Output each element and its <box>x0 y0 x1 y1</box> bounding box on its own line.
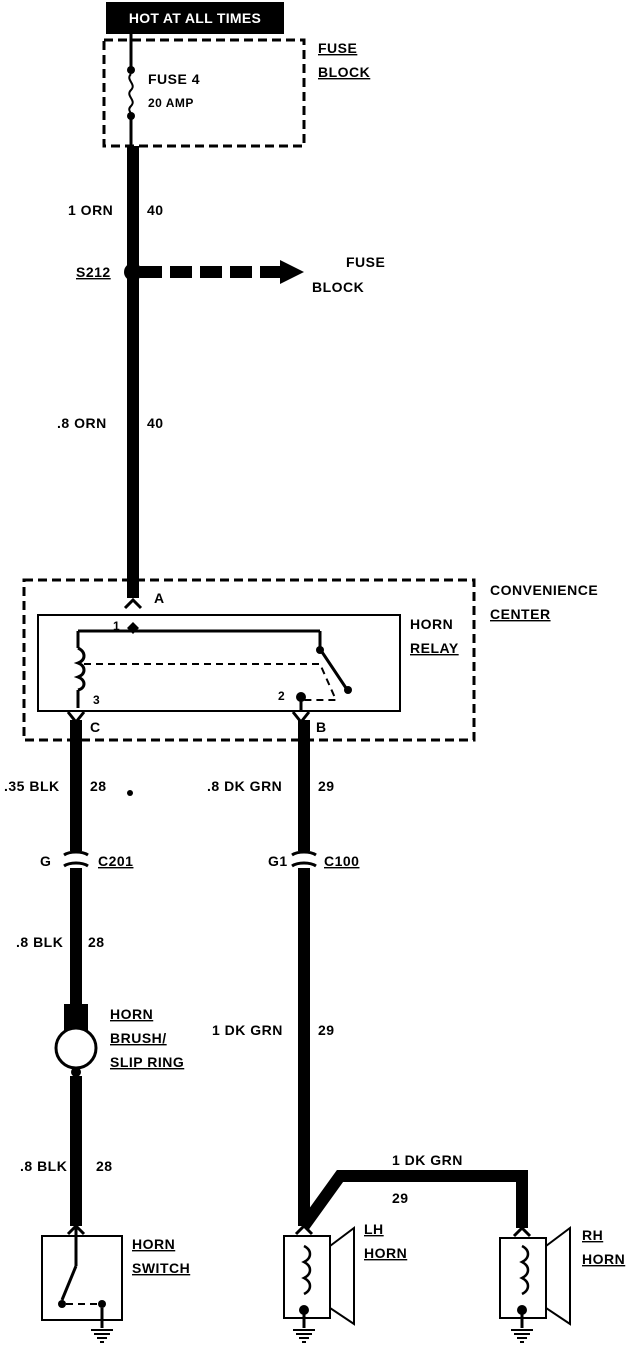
splice-dest-line1: FUSE <box>346 254 385 270</box>
orn-1-circuit-label: 40 <box>147 202 164 218</box>
splice-dot <box>124 263 142 281</box>
connector-c100-pin: G1 <box>268 853 288 869</box>
relay-contact-pivot <box>344 686 352 694</box>
blk-08b-gauge-label: .8 BLK <box>20 1158 67 1174</box>
rh-horn-bell-icon <box>545 1226 571 1326</box>
lh-horn-coil-icon <box>301 1244 312 1296</box>
header-banner: HOT AT ALL TIMES <box>106 2 284 34</box>
lh-horn-bell-icon <box>329 1226 355 1326</box>
fuse-terminal-bottom <box>127 112 135 120</box>
blk-08a-gauge-label: .8 BLK <box>16 934 63 950</box>
pin-b-label: B <box>316 719 327 735</box>
horn-brush-line3: SLIP RING <box>110 1054 184 1070</box>
relay-pin-2: 2 <box>278 689 285 703</box>
dkgrn-08-circuit-label: 29 <box>318 778 335 794</box>
splice-dest-line2: BLOCK <box>312 279 364 295</box>
connector-c100: G1 C100 <box>268 850 359 869</box>
connector-c100-icon <box>291 850 317 868</box>
pin-a-label: A <box>154 590 165 606</box>
horn-brush-slip-ring: HORN BRUSH/ SLIP RING <box>54 1004 184 1077</box>
horn-switch-contact-right <box>98 1300 106 1308</box>
rh-horn-line1: RH <box>582 1227 603 1243</box>
orn-08-gauge-label: .8 ORN <box>57 415 107 431</box>
fuse-block-title-line1: FUSE <box>318 40 357 56</box>
connector-c201: G C201 <box>40 850 133 869</box>
horn-relay: HORN RELAY 1 2 3 <box>37 614 459 712</box>
orn-08-circuit-label: 40 <box>147 415 164 431</box>
horn-switch-line1: HORN <box>132 1236 175 1252</box>
fuse-name: FUSE 4 <box>148 71 200 87</box>
dkgrn-branch-wire <box>299 1170 528 1230</box>
relay-contact-arm <box>320 651 348 689</box>
fuse-terminal-top <box>127 66 135 74</box>
horn-relay-box <box>37 614 401 712</box>
slip-ring-icon <box>54 1026 98 1070</box>
convenience-center-title-line2: CENTER <box>490 606 551 622</box>
fuse-rating: 20 AMP <box>148 96 194 110</box>
convenience-center: CONVENIENCE CENTER A C B <box>22 578 598 742</box>
fuse-block-title-line2: BLOCK <box>318 64 370 80</box>
fuse-block-dashed-border <box>102 38 306 148</box>
lh-horn-connector-icon <box>294 1223 314 1236</box>
pin-c-label: C <box>90 719 101 735</box>
slip-ring-terminal <box>71 1067 81 1077</box>
dkgrn-1a-gauge-label: 1 DK GRN <box>212 1022 283 1038</box>
connector-c201-icon <box>63 850 89 868</box>
dkgrn-1b-circuit-label: 29 <box>392 1190 409 1206</box>
horn-switch-ground-icon <box>91 1329 113 1343</box>
lh-horn-ground-icon <box>293 1329 315 1343</box>
horn-brush-line2: BRUSH/ <box>110 1030 167 1046</box>
lh-horn: LH HORN <box>283 1221 407 1343</box>
rh-horn-terminal <box>517 1305 527 1315</box>
rh-horn: RH HORN <box>499 1225 625 1343</box>
horn-relay-title-line1: HORN <box>410 616 453 632</box>
horn-switch-line2: SWITCH <box>132 1260 190 1276</box>
horn-switch: HORN SWITCH <box>41 1223 190 1343</box>
horn-relay-title-line2: RELAY <box>410 640 459 656</box>
fuse-block: FUSE 4 20 AMP FUSE BLOCK <box>102 34 370 148</box>
dkgrn-1a-circuit-label: 29 <box>318 1022 335 1038</box>
fuse-element-icon <box>128 73 134 115</box>
blk-08b-circuit-label: 28 <box>96 1158 113 1174</box>
horn-switch-box <box>41 1235 123 1321</box>
blk-035-circuit-label: 28 <box>90 778 107 794</box>
connector-a-icon <box>123 597 143 610</box>
lh-horn-line2: HORN <box>364 1245 407 1261</box>
rh-horn-line2: HORN <box>582 1251 625 1267</box>
lh-horn-line1: LH <box>364 1221 384 1237</box>
relay-coil-icon <box>73 646 86 692</box>
orn-1-gauge-label: 1 ORN <box>68 202 113 218</box>
convenience-center-dashed-border <box>22 578 476 742</box>
splice-s212: S212 FUSE BLOCK <box>76 254 385 295</box>
dkgrn-08-gauge-label: .8 DK GRN <box>207 778 282 794</box>
connector-c201-name: C201 <box>98 853 133 869</box>
blk-035-gauge-label: .35 BLK <box>4 778 60 794</box>
relay-pin-1: 1 <box>113 619 120 633</box>
horn-switch-arm-icon <box>60 1265 78 1301</box>
rh-horn-connector-icon <box>512 1225 532 1238</box>
horn-switch-contact-left <box>58 1300 66 1308</box>
header-label: HOT AT ALL TIMES <box>129 10 261 26</box>
relay-mechanical-link <box>84 663 338 701</box>
horn-brush-line1: HORN <box>110 1006 153 1022</box>
splice-branch-arrow-icon <box>280 260 304 284</box>
connector-c100-name: C100 <box>324 853 359 869</box>
blk-08a-circuit-label: 28 <box>88 934 105 950</box>
splice-id: S212 <box>76 264 111 280</box>
rh-horn-ground-icon <box>511 1329 533 1343</box>
relay-pin-3: 3 <box>93 693 100 707</box>
rh-horn-coil-icon <box>519 1244 530 1296</box>
scan-speck <box>127 790 133 796</box>
header-banner-background <box>106 2 284 34</box>
connector-c201-pin: G <box>40 853 51 869</box>
lh-horn-terminal <box>299 1305 309 1315</box>
convenience-center-title-line1: CONVENIENCE <box>490 582 598 598</box>
dkgrn-1b-gauge-label: 1 DK GRN <box>392 1152 463 1168</box>
